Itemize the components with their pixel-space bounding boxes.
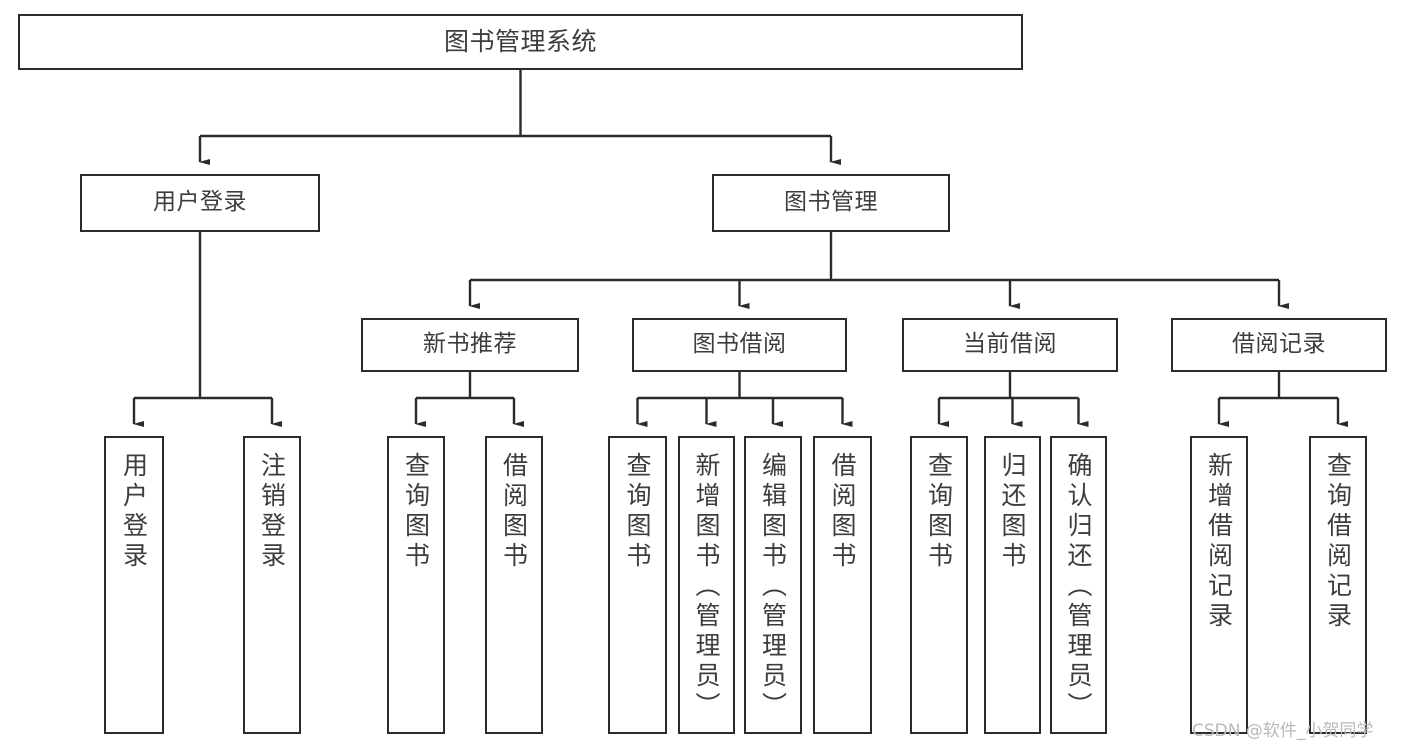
node-label: 图书管理 [784,189,878,216]
node-label: 归还图书 [998,452,1027,572]
node-label: 当前借阅 [963,331,1057,358]
node-leaf-q3[interactable]: 查询图书 [910,436,968,734]
node-current[interactable]: 当前借阅 [902,318,1118,372]
node-leaf-conf[interactable]: 确认归还（管理员） [1050,436,1107,734]
node-newbook[interactable]: 新书推荐 [361,318,579,372]
node-leaf-edit[interactable]: 编辑图书（管理员） [744,436,802,734]
node-label: 查询图书 [623,452,652,572]
node-bookmgmt[interactable]: 图书管理 [712,174,950,232]
node-label: 图书借阅 [692,331,787,358]
node-leaf-logout[interactable]: 注销登录 [243,436,301,734]
node-leaf-q2[interactable]: 查询图书 [608,436,667,734]
node-label: 确认归还（管理员） [1064,452,1093,722]
node-leaf-q1[interactable]: 查询图书 [387,436,445,734]
node-label: 查询图书 [924,452,954,572]
node-label: 新书推荐 [423,331,517,358]
csdn-watermark: CSDN @软件_小贺同学 [1192,721,1374,741]
node-label: 查询图书 [401,452,431,572]
node-leaf-add[interactable]: 新增图书（管理员） [678,436,735,734]
node-label: 编辑图书（管理员） [758,452,788,722]
node-login[interactable]: 用户登录 [80,174,320,232]
node-leaf-b1[interactable]: 借阅图书 [485,436,543,734]
node-label: 新增图书（管理员） [692,452,721,722]
node-leaf-login[interactable]: 用户登录 [104,436,164,734]
node-records[interactable]: 借阅记录 [1171,318,1387,372]
node-borrow[interactable]: 图书借阅 [632,318,847,372]
node-label: 图书管理系统 [443,27,597,56]
node-label: 查询借阅记录 [1323,452,1353,632]
node-label: 借阅记录 [1232,331,1326,358]
node-leaf-b2[interactable]: 借阅图书 [813,436,872,734]
node-leaf-addrec[interactable]: 新增借阅记录 [1190,436,1248,734]
node-leaf-qrec[interactable]: 查询借阅记录 [1309,436,1367,734]
node-leaf-ret[interactable]: 归还图书 [984,436,1041,734]
node-root[interactable]: 图书管理系统 [18,14,1023,70]
node-label: 借阅图书 [828,452,857,572]
node-label: 注销登录 [257,452,287,572]
node-label: 借阅图书 [499,452,529,572]
node-label: 用户登录 [153,189,247,216]
node-label: 新增借阅记录 [1204,452,1234,632]
node-label: 用户登录 [119,452,149,572]
